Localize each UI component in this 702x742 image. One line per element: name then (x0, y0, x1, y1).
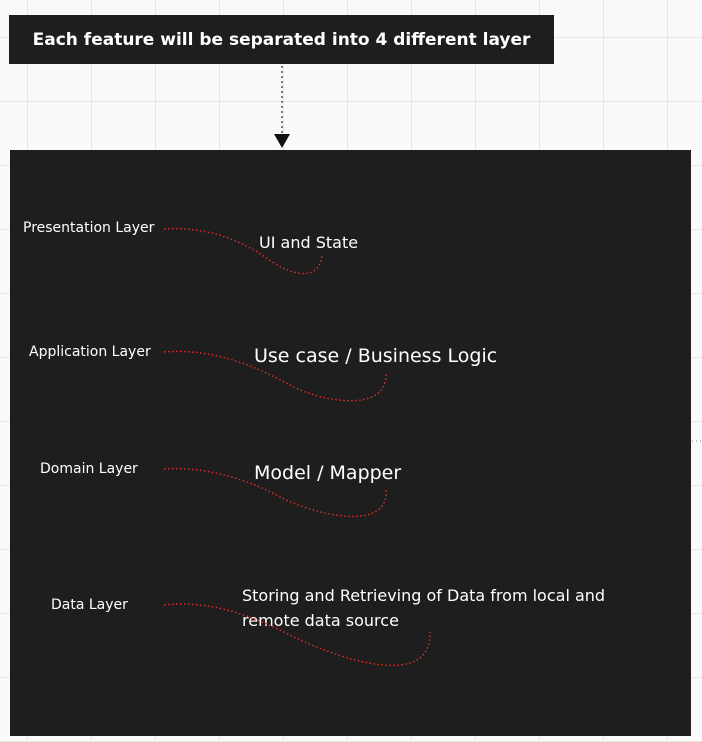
layer-label-domain: Domain Layer (40, 461, 138, 477)
layer-desc-domain: Model / Mapper (254, 462, 402, 484)
layer-desc-data-line2: remote data source (242, 611, 399, 630)
layer-label-data: Data Layer (51, 597, 128, 613)
layer-desc-data-line1: Storing and Retrieving of Data from loca… (242, 586, 606, 605)
header-title-box[interactable]: Each feature will be separated into 4 di… (9, 15, 554, 64)
layer-label-presentation: Presentation Layer (23, 220, 155, 236)
layer-label-application: Application Layer (29, 344, 151, 360)
layer-desc-application: Use case / Business Logic (254, 345, 498, 367)
arrowhead-down-icon (274, 134, 290, 148)
header-title: Each feature will be separated into 4 di… (32, 29, 531, 50)
layer-desc-presentation: UI and State (259, 233, 359, 252)
